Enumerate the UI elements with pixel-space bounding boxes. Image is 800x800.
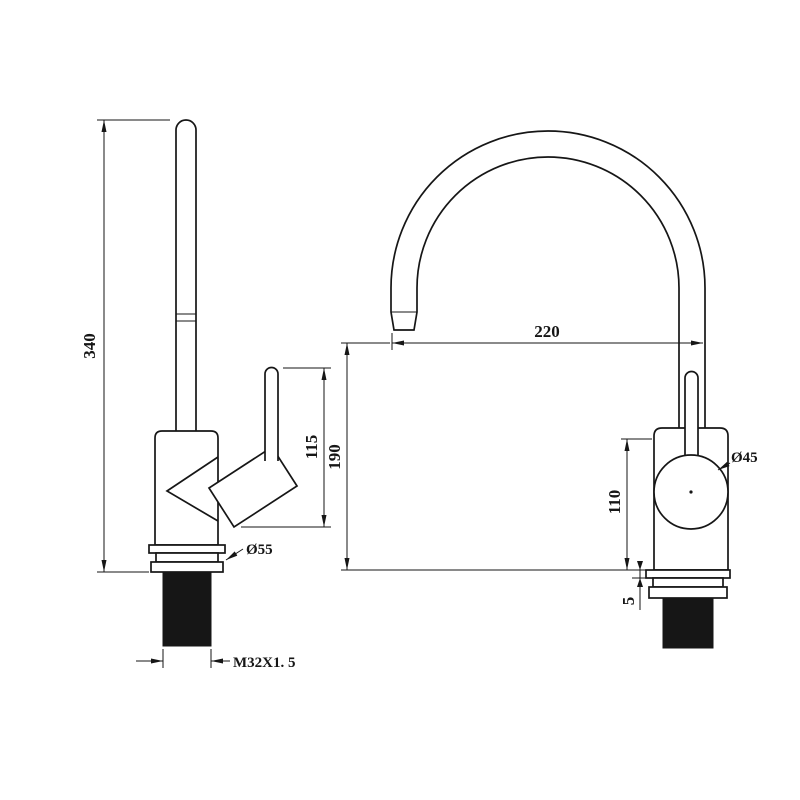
- side-base-locknut: [150, 561, 224, 573]
- dim-spout-reach: 220: [534, 322, 560, 341]
- side-handle-height-dim: 115: [241, 367, 331, 528]
- side-thread-dim: M32X1. 5: [136, 649, 296, 671]
- arrowhead: [637, 578, 643, 587]
- dim-handle-diameter: Ø45: [731, 450, 758, 466]
- front-handle-diameter-label: Ø45: [717, 450, 758, 471]
- side-view: 340 115 Ø55 M32X1. 5: [80, 119, 331, 671]
- leader-line: [225, 548, 244, 561]
- dim-base-diameter: Ø55: [246, 542, 273, 558]
- front-spout-reach-dim: 220: [391, 322, 703, 350]
- dim-overall-height: 340: [80, 333, 99, 359]
- side-overall-height-dim: 340: [80, 119, 170, 573]
- side-base-collar: [155, 552, 219, 563]
- front-gooseneck-spout: [390, 130, 706, 432]
- side-handle-base: [207, 445, 299, 529]
- side-base-diameter-label: Ø55: [225, 542, 273, 561]
- dim-handle-height: 115: [302, 435, 321, 460]
- front-base-flange: [645, 569, 731, 579]
- dim-spout-height: 190: [325, 444, 344, 470]
- dim-thread-spec: M32X1. 5: [233, 655, 296, 671]
- front-view: 220 190 110 5 Ø45: [325, 130, 758, 649]
- front-flange-thickness-dim: 5: [619, 561, 646, 610]
- leader-line: [717, 461, 731, 471]
- front-handle-lever: [684, 370, 699, 461]
- front-mounting-thread: [662, 597, 714, 649]
- front-body-height-dim: 110: [605, 438, 652, 570]
- side-handle-socket: [165, 456, 219, 522]
- front-knob-center-mark: [689, 490, 693, 494]
- side-base-flange: [148, 544, 226, 554]
- dim-flange-thickness: 5: [619, 597, 638, 606]
- side-handle-lever: [264, 366, 279, 461]
- side-body: [154, 430, 219, 546]
- dim-body-height: 110: [605, 490, 624, 515]
- front-base-locknut: [648, 586, 728, 599]
- front-spout-height-dim: 190: [325, 342, 646, 571]
- front-base-collar: [652, 577, 724, 588]
- side-mounting-thread: [162, 571, 212, 647]
- arrowhead: [637, 561, 643, 570]
- side-spout-pipe: [175, 119, 197, 431]
